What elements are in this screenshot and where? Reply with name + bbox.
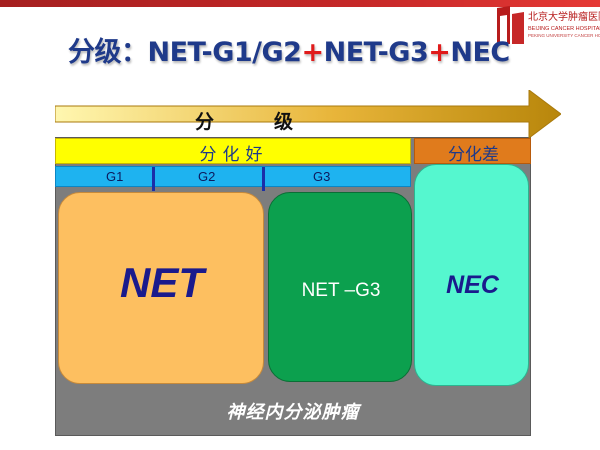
- logo-english-name: BEIJING CANCER HOSPITAL: [528, 26, 600, 32]
- grade-g3-label: G3: [313, 169, 331, 184]
- hospital-logo-text: 北京大学肿瘤医院 BEIJING CANCER HOSPITAL PEKING …: [528, 8, 600, 38]
- title-plus-2: +: [428, 37, 451, 68]
- top-accent-bar: [0, 0, 600, 7]
- grade-separator-1: [152, 167, 155, 191]
- nec-box: NEC: [414, 164, 529, 386]
- slide-title: 分级：NET-G1/G2+NET-G3+NEC: [68, 30, 538, 70]
- hospital-logo-icon: [497, 6, 524, 44]
- logo-chinese-name: 北京大学肿瘤医院: [528, 12, 600, 23]
- grade-bar: G1 G2 G3: [55, 166, 411, 191]
- grading-arrow: [55, 90, 561, 138]
- neuroendocrine-tumor-label: 神经内分泌肿瘤: [226, 402, 360, 423]
- grade-separator-2: [262, 167, 265, 191]
- net-box: NET: [58, 192, 264, 384]
- nec-box-label: NEC: [446, 271, 499, 299]
- poorly-differentiated-label: 分化差: [448, 145, 499, 165]
- title-part-g1g2: 分级：NET-G1/G2: [68, 37, 302, 68]
- net-g3-box-label: NET –G3: [301, 280, 381, 301]
- logo-english-subname: PEKING UNIVERSITY CANCER HOSPITAL: [528, 33, 600, 38]
- net-box-label: NET: [120, 259, 204, 306]
- grade-g1-label: G1: [106, 169, 124, 184]
- well-differentiated-label: 分化好: [199, 145, 269, 165]
- title-part-nec: NEC: [450, 37, 510, 68]
- poorly-differentiated-bar: 分化差: [414, 138, 531, 165]
- arrow-label: 分级: [195, 111, 354, 133]
- net-g3-box: NET –G3: [268, 192, 412, 382]
- well-differentiated-bar: 分化好: [55, 138, 411, 165]
- title-plus-1: +: [301, 37, 324, 68]
- grade-g2-label: G2: [198, 169, 216, 184]
- title-part-g3: NET-G3: [323, 37, 429, 68]
